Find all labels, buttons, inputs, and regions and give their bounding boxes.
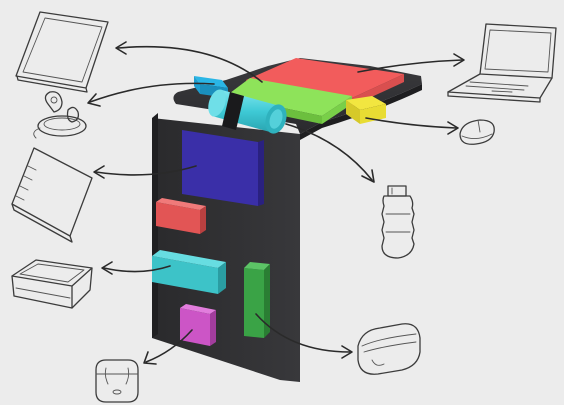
airpods-case-icon [96, 360, 138, 402]
laptop-icon [448, 24, 556, 102]
desk-organizer [152, 58, 422, 382]
green-pocket [244, 262, 270, 338]
magenta-pocket [180, 304, 216, 346]
notebook-icon [12, 148, 92, 242]
lunchbox-icon [12, 260, 92, 308]
mouse-icon [460, 120, 494, 144]
water-bottle-icon [382, 186, 414, 258]
pencil-case-icon [358, 324, 420, 374]
earbuds-charging-icon [34, 92, 86, 138]
tablet-icon [16, 12, 108, 92]
arrow-to-mouse [366, 118, 456, 128]
blue-pocket [182, 130, 264, 206]
